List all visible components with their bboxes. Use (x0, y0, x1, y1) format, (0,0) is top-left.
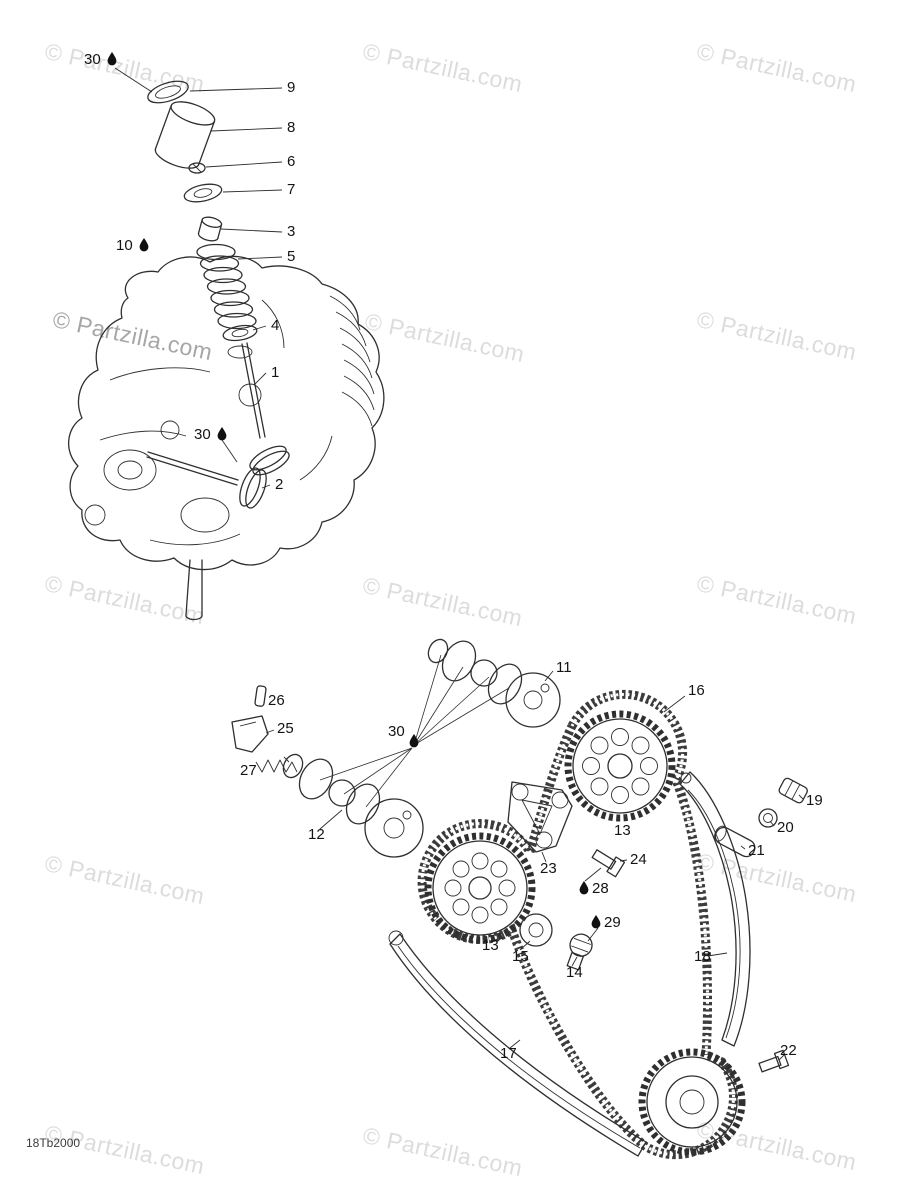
part-label-27: 27 (240, 762, 257, 779)
oil-drop-icon (139, 238, 149, 252)
part-7-retainer (183, 183, 223, 203)
part-label-30: 30 (388, 723, 405, 740)
oil-point-fan-lines (319, 654, 510, 808)
part-label-13: 13 (614, 822, 631, 839)
part-label-11: 11 (556, 659, 572, 676)
part-label-6: 6 (287, 153, 295, 170)
part-27-spring (255, 759, 298, 773)
part-15-washer (519, 913, 553, 947)
part-label-1: 1 (271, 364, 279, 381)
part-label-30: 30 (194, 426, 211, 443)
part-20-washer (758, 808, 778, 828)
part-label-24: 24 (630, 851, 647, 868)
part-13-sprocket-front (564, 710, 676, 822)
part-2-valve (146, 451, 267, 509)
cooling-fins (329, 295, 375, 427)
part-24-bolt (591, 849, 626, 878)
oil-drop-icon (217, 427, 227, 441)
part-label-10: 10 (116, 237, 133, 254)
part-5-valve-spring (196, 243, 257, 330)
part-1-valve (241, 342, 290, 476)
part-label-15: 15 (512, 948, 529, 965)
part-19-plug (778, 777, 808, 804)
timing-chain-assembly (231, 638, 808, 1160)
part-8-tappet (154, 101, 216, 169)
part-label-9: 9 (287, 79, 295, 96)
leader-lines (114, 67, 804, 1061)
oil-drop-icon (591, 915, 601, 929)
part-18-chain-guide (679, 771, 751, 1047)
part-label-28: 28 (592, 880, 609, 897)
valve-train-exploded (146, 80, 290, 509)
part-3-stem-seal (197, 216, 223, 242)
part-labels: 30 9 8 6 7 3 5 10 4 1 30 2 11 16 26 25 3… (84, 51, 823, 1062)
part-label-13: 13 (482, 937, 499, 954)
part-label-4: 4 (271, 317, 279, 334)
part-17-chain-guide (388, 930, 647, 1157)
part-label-20: 20 (777, 819, 794, 836)
part-label-14: 14 (566, 964, 583, 981)
part-label-2: 2 (275, 476, 283, 493)
part-label-25: 25 (277, 720, 294, 737)
part-label-5: 5 (287, 248, 295, 265)
oil-drop-icon (107, 52, 117, 66)
part-label-3: 3 (287, 223, 295, 240)
cylinder-head-drawing (68, 255, 385, 621)
part-26-pin (254, 685, 267, 707)
part-25-lever (231, 715, 269, 753)
part-label-18: 18 (694, 948, 711, 965)
part-label-17: 17 (500, 1045, 517, 1062)
part-6-cotters (188, 162, 206, 174)
part-14-bolt (566, 933, 593, 971)
part-label-19: 19 (806, 792, 823, 809)
part-label-29: 29 (604, 914, 621, 931)
part-4-spring-seat (222, 324, 258, 342)
part-16-timing-chain (417, 689, 738, 1160)
part-label-12: 12 (308, 826, 325, 843)
part-23-bracket (507, 781, 573, 853)
part-label-8: 8 (287, 119, 295, 136)
part-13-sprocket-rear (424, 832, 536, 944)
crank-sprocket (638, 1048, 746, 1156)
part-12-camshaft (282, 753, 424, 858)
part-label-21: 21 (748, 842, 765, 859)
part-label-22: 22 (780, 1042, 797, 1059)
part-22-bolt (758, 1049, 790, 1073)
part-label-23: 23 (540, 860, 557, 877)
part-label-30: 30 (84, 51, 101, 68)
part-label-26: 26 (268, 692, 285, 709)
part-label-16: 16 (688, 682, 705, 699)
part-11-camshaft (427, 638, 561, 728)
part-9-cap (147, 80, 189, 104)
oil-drop-icon (579, 881, 589, 895)
part-21-tensioner-body (714, 825, 756, 858)
part-label-7: 7 (287, 181, 295, 198)
diagram-code: 18Tb2000 (26, 1136, 81, 1150)
